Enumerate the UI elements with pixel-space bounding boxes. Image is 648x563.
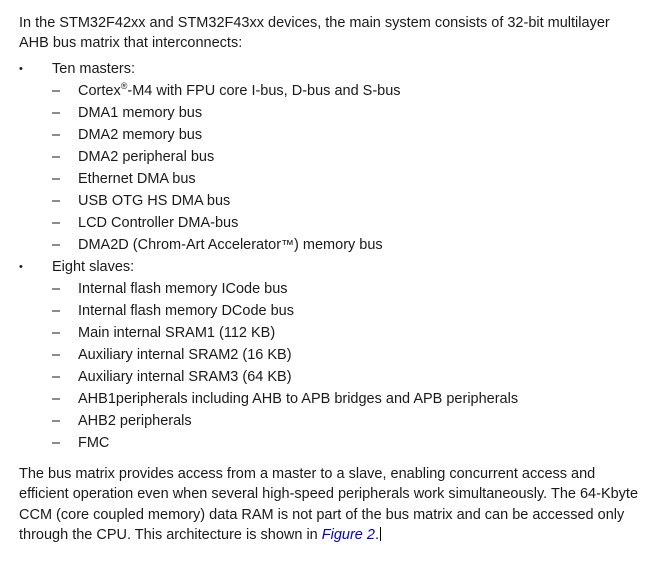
- bullet-icon: •: [19, 260, 23, 273]
- list-item-master-dma2-memory: – DMA2 memory bus: [19, 124, 640, 146]
- slave-label: AHB2 peripherals: [78, 412, 192, 429]
- slave-label: Internal flash memory DCode bus: [78, 302, 294, 319]
- list-item-slave-sram1: – Main internal SRAM1 (112 KB): [19, 322, 640, 344]
- list-item-slave-flash-dcode: – Internal flash memory DCode bus: [19, 300, 640, 322]
- dash-icon: –: [52, 324, 61, 341]
- closing-text-before-link: The bus matrix provides access from a ma…: [19, 465, 639, 544]
- slave-label: FMC: [78, 434, 110, 451]
- dash-icon: –: [52, 214, 61, 231]
- dash-icon: –: [52, 434, 61, 451]
- dash-icon: –: [52, 192, 61, 209]
- list-item-slave-sram2: – Auxiliary internal SRAM2 (16 KB): [19, 344, 640, 366]
- master-text-suffix: -M4 with FPU core I-bus, D-bus and S-bus: [127, 82, 401, 99]
- list-item-slaves-heading: • Eight slaves:: [19, 256, 640, 278]
- list-item-slave-fmc: – FMC: [19, 432, 640, 454]
- list-item-master-dma2d: – DMA2D (Chrom-Art Accelerator™) memory …: [19, 234, 640, 256]
- registered-trademark-icon: ®: [120, 80, 128, 91]
- master-text-prefix: DMA2D (Chrom-Art Accelerator: [78, 236, 282, 253]
- slave-label: Auxiliary internal SRAM3 (64 KB): [78, 368, 292, 385]
- slave-label: Auxiliary internal SRAM2 (16 KB): [78, 346, 292, 363]
- master-text-prefix: Cortex: [78, 82, 121, 99]
- figure-2-crossreference-link[interactable]: Figure 2: [321, 527, 375, 544]
- master-text-suffix: ) memory bus: [294, 236, 383, 253]
- master-label: USB OTG HS DMA bus: [78, 192, 231, 209]
- master-label: DMA2D (Chrom-Art Accelerator™) memory bu…: [78, 237, 383, 253]
- slaves-list-block: • Eight slaves: – Internal flash memory …: [19, 256, 640, 454]
- trademark-icon: ™: [281, 236, 295, 252]
- dash-icon: –: [52, 412, 61, 429]
- dash-icon: –: [52, 280, 61, 297]
- list-item-master-lcd-controller-dma: – LCD Controller DMA-bus: [19, 212, 640, 234]
- list-item-slave-sram3: – Auxiliary internal SRAM3 (64 KB): [19, 366, 640, 388]
- master-label: LCD Controller DMA-bus: [78, 214, 239, 231]
- masters-list-block: • Ten masters: – Cortex®-M4 with FPU cor…: [19, 58, 640, 256]
- dash-icon: –: [52, 390, 61, 407]
- list-item-masters-heading: • Ten masters:: [19, 58, 640, 80]
- closing-paragraph: The bus matrix provides access from a ma…: [19, 464, 641, 546]
- dash-icon: –: [52, 170, 61, 187]
- slave-label: Main internal SRAM1 (112 KB): [78, 324, 276, 341]
- slave-label: AHB1peripherals including AHB to APB bri…: [78, 390, 519, 407]
- list-item-master-cortex: – Cortex®-M4 with FPU core I-bus, D-bus …: [19, 80, 640, 102]
- dash-icon: –: [52, 104, 61, 121]
- slave-label: Internal flash memory ICode bus: [78, 280, 288, 297]
- list-item-slave-flash-icode: – Internal flash memory ICode bus: [19, 278, 640, 300]
- list-item-slave-ahb2-peripherals: – AHB2 peripherals: [19, 410, 640, 432]
- dash-icon: –: [52, 236, 61, 253]
- list-item-master-dma1-memory: – DMA1 memory bus: [19, 102, 640, 124]
- dash-icon: –: [52, 302, 61, 319]
- text-cursor-caret: [380, 527, 381, 542]
- bullet-icon: •: [19, 62, 23, 75]
- intro-paragraph: In the STM32F42xx and STM32F43xx devices…: [19, 15, 610, 52]
- dash-icon: –: [52, 368, 61, 385]
- list-item-master-usb-otg-hs-dma: – USB OTG HS DMA bus: [19, 190, 640, 212]
- master-label: DMA2 memory bus: [78, 126, 203, 143]
- list-item-slave-ahb1-peripherals: – AHB1peripherals including AHB to APB b…: [19, 388, 640, 410]
- list-item-master-dma2-peripheral: – DMA2 peripheral bus: [19, 146, 640, 168]
- dash-icon: –: [52, 126, 61, 143]
- masters-heading-label: Ten masters:: [52, 60, 135, 77]
- dash-icon: –: [52, 148, 61, 165]
- master-label: Cortex®-M4 with FPU core I-bus, D-bus an…: [78, 80, 401, 99]
- closing-text-after-link: .: [374, 527, 379, 544]
- dash-icon: –: [52, 82, 61, 99]
- dash-icon: –: [52, 346, 61, 363]
- list-item-master-ethernet-dma: – Ethernet DMA bus: [19, 168, 640, 190]
- slaves-heading-label: Eight slaves:: [52, 258, 135, 275]
- master-label: Ethernet DMA bus: [78, 170, 196, 187]
- master-label: DMA1 memory bus: [78, 104, 203, 121]
- master-label: DMA2 peripheral bus: [78, 148, 215, 165]
